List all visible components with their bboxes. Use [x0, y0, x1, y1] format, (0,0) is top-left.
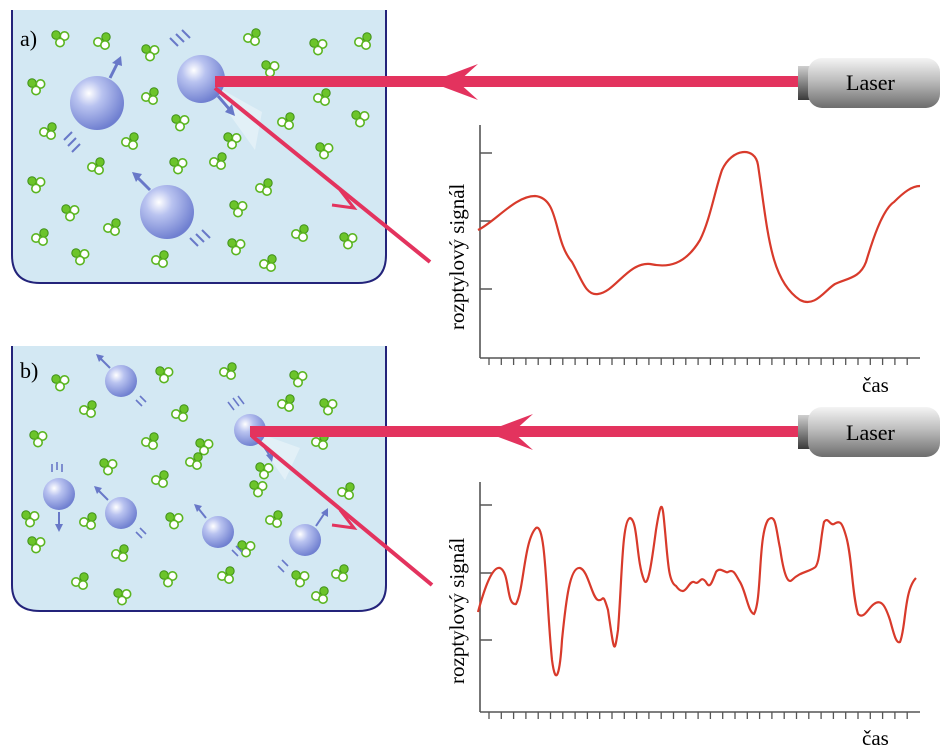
beam-arrow-a: [430, 64, 478, 100]
y-axis-label-b: rozptylový signál: [445, 537, 469, 684]
laser-beam-b: [250, 426, 810, 437]
scattered-beam-a: [213, 86, 432, 264]
panel-a: Laser a) rozptylový signál čas: [11, 10, 940, 397]
laser-device-icon: Laser: [798, 58, 940, 108]
panel-b: Laser b) rozptylový signál čas: [11, 346, 940, 750]
y-axis-label-a: rozptylový signál: [445, 183, 469, 330]
sphere-particle-icon: [96, 354, 147, 407]
sphere-particle-icon: [169, 29, 235, 116]
panel-label-a: a): [20, 26, 37, 51]
sphere-particle-icon: [43, 462, 75, 532]
container-b: [11, 346, 387, 612]
x-axis-label-b: čas: [862, 726, 889, 750]
signal-chart-a: rozptylový signál čas: [445, 125, 921, 397]
laser-beam-a: [215, 76, 810, 87]
sphere-particle-icon: [277, 508, 328, 573]
signal-chart-b: rozptylový signál čas: [445, 482, 920, 750]
sphere-particle-icon: [132, 172, 211, 247]
y-ticks-b: [480, 504, 492, 641]
signal-curve-b: [476, 505, 917, 677]
laser-device-icon: Laser: [798, 407, 940, 457]
laser-label-a: Laser: [846, 70, 896, 95]
laser-label-b: Laser: [846, 420, 896, 445]
x-axis-label-a: čas: [862, 373, 889, 397]
panel-label-b: b): [20, 358, 38, 383]
signal-curve-a: [477, 150, 921, 303]
sphere-particle-icon: [194, 504, 243, 557]
sphere-particle-icon: [94, 486, 147, 539]
x-ticks-a: [488, 358, 908, 365]
x-ticks-b: [488, 712, 908, 719]
sphere-particle-icon: [63, 56, 124, 153]
beam-arrow-b: [485, 414, 533, 450]
